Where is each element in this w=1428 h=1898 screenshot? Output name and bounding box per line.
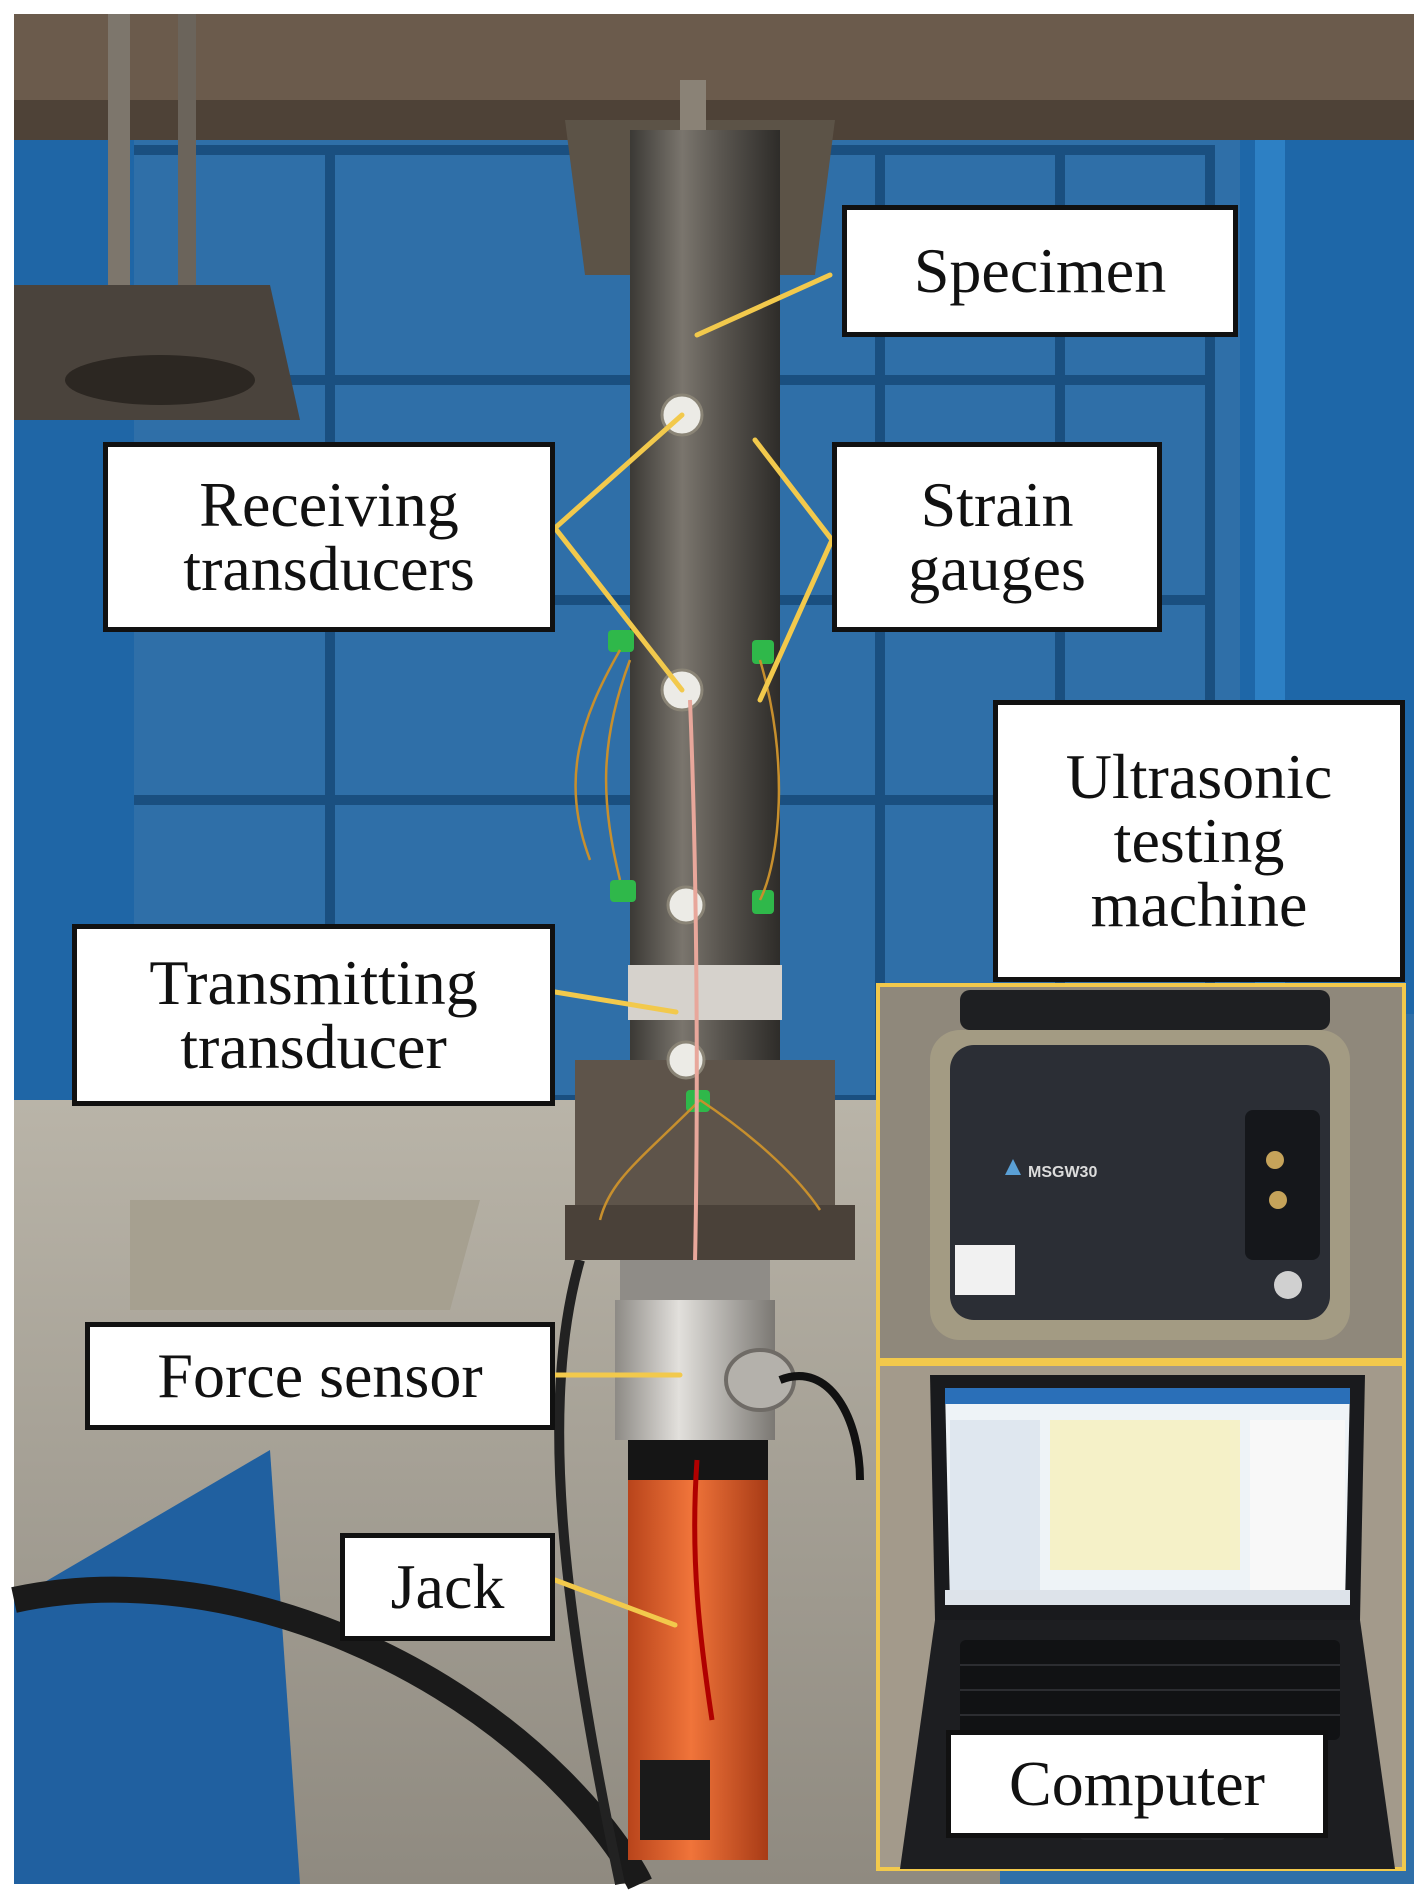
label-computer: Computer <box>946 1730 1328 1838</box>
label-specimen: Specimen <box>842 205 1238 337</box>
label-computer-text: Computer <box>1009 1748 1265 1819</box>
ultrasonic-machine-photo: MSGW30 <box>876 983 1406 1362</box>
label-jack-text: Jack <box>390 1551 505 1622</box>
label-ultrasonic-testing-machine-text: Ultrasonic testing machine <box>1065 741 1333 940</box>
leader-line-transmitting <box>552 989 679 1015</box>
label-force-sensor-text: Force sensor <box>157 1340 483 1411</box>
label-receiving-transducers-text: Receiving transducers <box>183 469 475 604</box>
label-transmitting-transducer: Transmitting transducer <box>72 924 555 1106</box>
label-ultrasonic-testing-machine: Ultrasonic testing machine <box>993 700 1405 982</box>
label-jack: Jack <box>340 1533 555 1641</box>
label-force-sensor: Force sensor <box>85 1322 555 1430</box>
label-transmitting-transducer-text: Transmitting transducer <box>149 947 478 1082</box>
leader-line-jack <box>552 1577 678 1628</box>
label-receiving-transducers: Receiving transducers <box>103 442 555 632</box>
label-strain-gauges: Strain gauges <box>832 442 1162 632</box>
machine-model-text: MSGW30 <box>1028 1164 1097 1181</box>
leader-line-receiving <box>551 412 685 693</box>
leader-line-specimen <box>694 272 833 338</box>
label-specimen-text: Specimen <box>913 235 1167 306</box>
label-strain-gauges-text: Strain gauges <box>908 469 1086 604</box>
